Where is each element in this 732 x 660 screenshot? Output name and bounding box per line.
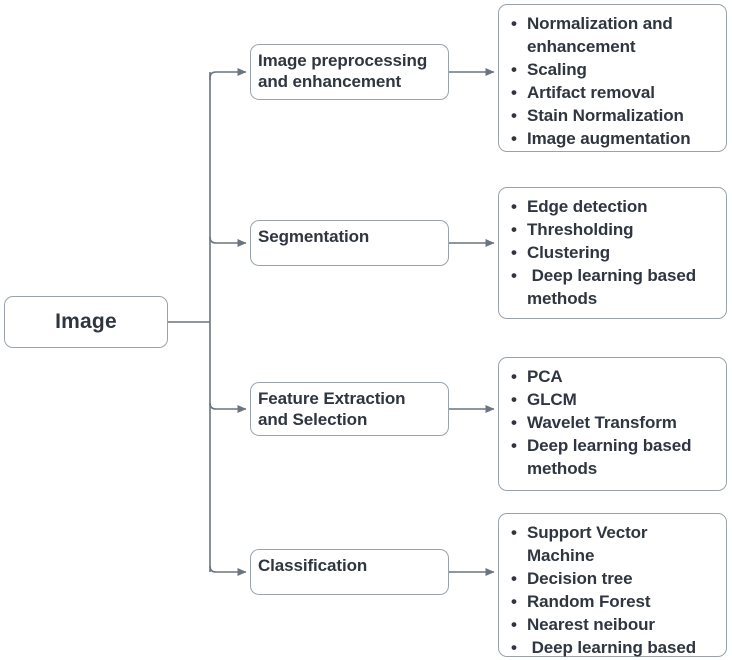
list-item: Stain Normalization xyxy=(509,104,718,127)
node-stage-feature-extraction[interactable]: Feature Extraction and Selection xyxy=(250,382,449,436)
list-item: Wavelet Transform xyxy=(509,411,718,434)
connector-trunk-to-stage-3 xyxy=(209,565,247,576)
node-list-classification[interactable]: Support Vector Machine Decision tree Ran… xyxy=(498,513,727,659)
node-stage-label: Image preprocessing and enhancement xyxy=(258,51,428,91)
node-root-label: Image xyxy=(55,310,117,333)
node-stage-label: Feature Extraction and Selection xyxy=(258,389,406,429)
node-stage-image-preprocessing[interactable]: Image preprocessing and enhancement xyxy=(250,44,449,100)
connector-trunk-to-stage-1 xyxy=(209,236,247,247)
node-list-image-preprocessing[interactable]: Normalization and enhancement Scaling Ar… xyxy=(498,4,727,152)
list-item: Random Forest xyxy=(509,590,718,613)
bullet-list: Support Vector Machine Decision tree Ran… xyxy=(509,521,718,659)
list-item: Normalization and enhancement xyxy=(509,12,718,58)
list-item: Deep learning based xyxy=(509,636,718,659)
node-stage-classification[interactable]: Classification xyxy=(250,549,449,595)
bullet-list: Edge detection Thresholding Clustering D… xyxy=(509,195,718,310)
node-stage-label: Segmentation xyxy=(258,227,370,246)
list-item: Support Vector Machine xyxy=(509,521,718,567)
list-item: Decision tree xyxy=(509,567,718,590)
list-item: Scaling xyxy=(509,58,718,81)
connector-trunk-to-stage-0 xyxy=(209,68,247,80)
node-root-image[interactable]: Image xyxy=(4,296,168,348)
list-item: Edge detection xyxy=(509,195,718,218)
bullet-list: PCA GLCM Wavelet Transform Deep learning… xyxy=(509,365,718,480)
bullet-list: Normalization and enhancement Scaling Ar… xyxy=(509,12,718,150)
list-item: Clustering xyxy=(509,241,718,264)
node-stage-segmentation[interactable]: Segmentation xyxy=(250,220,449,266)
node-list-feature-extraction[interactable]: PCA GLCM Wavelet Transform Deep learning… xyxy=(498,357,727,491)
list-item: GLCM xyxy=(509,388,718,411)
list-item: Image augmentation xyxy=(509,127,718,150)
node-stage-label: Classification xyxy=(258,556,368,575)
list-item: Thresholding xyxy=(509,218,718,241)
list-item: Artifact removal xyxy=(509,81,718,104)
list-item: PCA xyxy=(509,365,718,388)
connector-trunk-to-stage-2 xyxy=(209,402,247,413)
list-item: Deep learning based methods xyxy=(509,264,718,310)
list-item: Deep learning based methods xyxy=(509,434,718,480)
node-list-segmentation[interactable]: Edge detection Thresholding Clustering D… xyxy=(498,187,727,319)
list-item: Nearest neibour xyxy=(509,613,718,636)
